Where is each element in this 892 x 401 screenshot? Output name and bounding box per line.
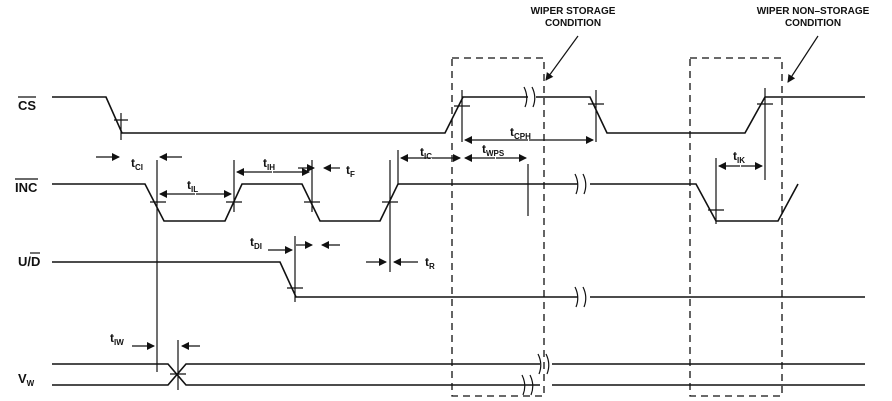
storage-pointer-arrow xyxy=(545,35,579,81)
nonstorage-pointer-arrow xyxy=(787,35,819,83)
storage-caption-line2: CONDITION xyxy=(545,18,601,29)
tci-label: tCI xyxy=(131,156,143,172)
inc-break xyxy=(574,173,587,195)
nonstorage-caption-line1: WIPER NON–STORAGE xyxy=(757,6,870,17)
cs-tick-rise3 xyxy=(757,88,773,180)
vw-waveform-bottom xyxy=(52,363,540,386)
cs-waveform xyxy=(52,96,528,134)
tdi-label: tDI xyxy=(250,235,262,251)
wiper-storage-box xyxy=(451,57,545,397)
ud-break xyxy=(574,286,587,308)
tik-label: tIK xyxy=(733,149,745,165)
ud-label: U/D xyxy=(18,254,40,269)
ud-waveform xyxy=(52,261,578,298)
vw-label: VW xyxy=(18,371,35,388)
wiper-nonstorage-box xyxy=(689,57,783,397)
storage-caption-line1: WIPER STORAGE xyxy=(531,6,616,17)
tih-label: tIH xyxy=(263,156,275,172)
inc-tick2 xyxy=(226,160,242,212)
cs-tick-fall xyxy=(114,113,128,140)
tcph-label: tCPH xyxy=(510,125,531,141)
inc-label: INC xyxy=(15,180,38,195)
nonstorage-caption-line2: CONDITION xyxy=(785,18,841,29)
til-label: tIL xyxy=(187,178,198,194)
ud-tick xyxy=(287,236,303,302)
inc-waveform-b xyxy=(590,183,799,222)
vw-break-bottom xyxy=(521,374,534,396)
vw-break-top xyxy=(537,353,550,375)
cs-tick-rise2 xyxy=(588,90,604,142)
vw-waveform-top xyxy=(52,363,540,386)
inc-tick4 xyxy=(382,160,398,272)
twps-label: tWPS xyxy=(482,142,505,158)
inc-tick5 xyxy=(708,196,724,224)
inc-tick1 xyxy=(150,160,166,372)
tf-label: tF xyxy=(346,163,355,179)
vw-tick xyxy=(170,340,186,390)
tic-label: tIC xyxy=(420,145,432,161)
cs-tick-rise xyxy=(454,90,470,142)
tr-label: tR xyxy=(425,255,435,271)
cs-label: CS xyxy=(18,98,36,113)
tiw-label: tIW xyxy=(110,331,124,347)
cs-break xyxy=(523,86,536,108)
cs-waveform-b xyxy=(536,96,865,134)
